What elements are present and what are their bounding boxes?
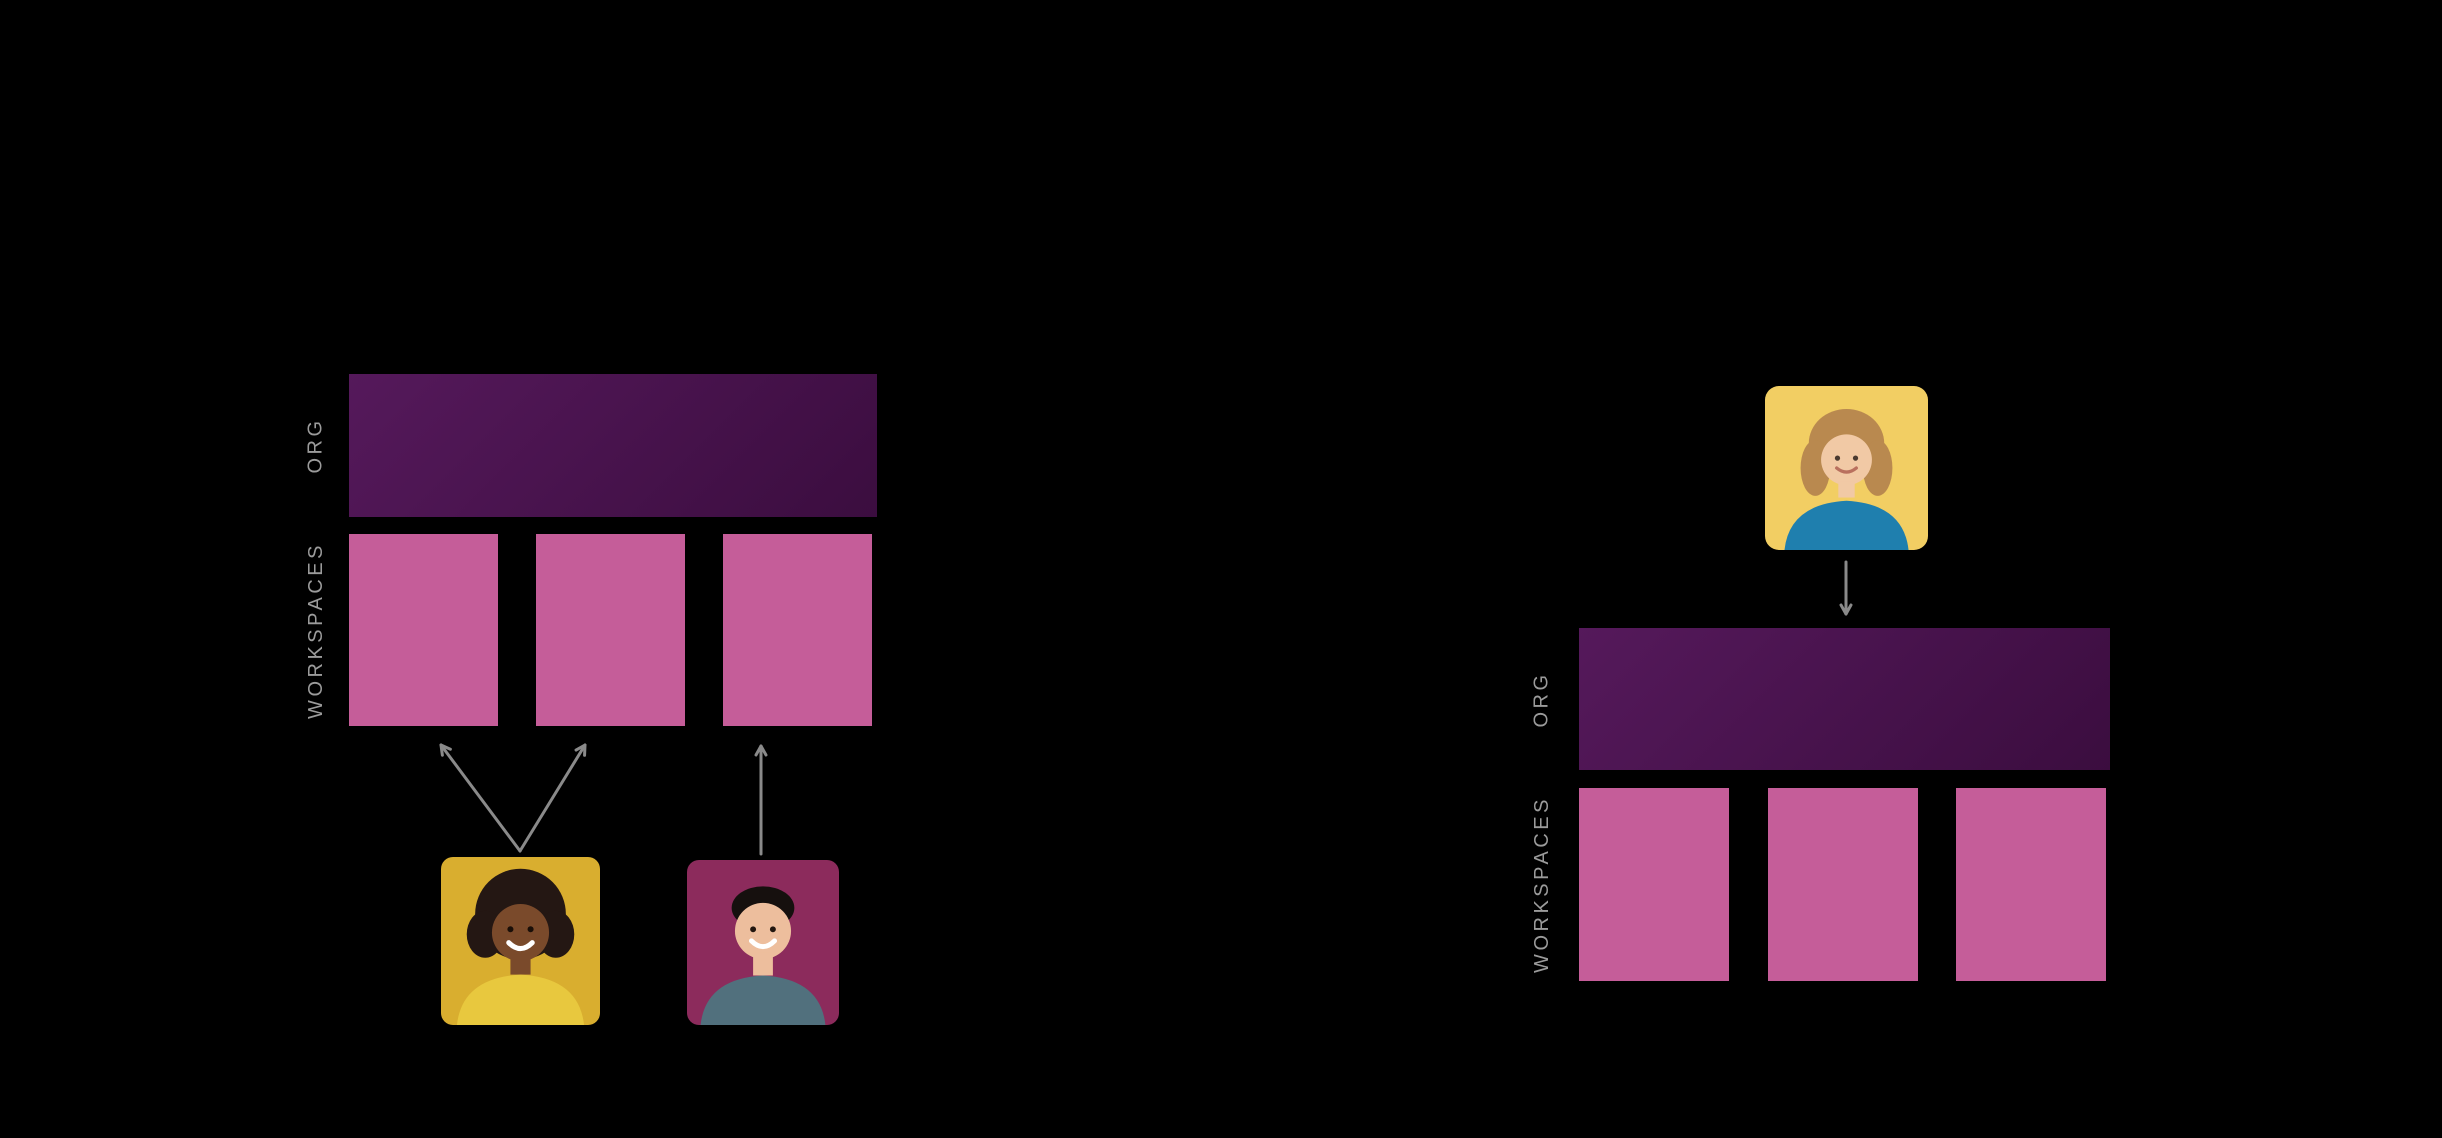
member1-to-workspace2-arrow	[518, 743, 587, 853]
left-workspaces-label-text: WORKSPACES	[304, 541, 327, 719]
right-workspace-tile-1	[1579, 788, 1729, 981]
left-workspace-tile-1	[349, 534, 498, 726]
member-1-portrait-illustration	[441, 857, 600, 1025]
left-workspaces-axis-label: WORKSPACES	[286, 534, 346, 726]
right-org-axis-label: ORG	[1512, 628, 1572, 770]
left-workspace-tile-2	[536, 534, 685, 726]
left-org-bar	[349, 374, 877, 517]
left-workspace-tile-3	[723, 534, 872, 726]
right-workspaces-axis-label: WORKSPACES	[1512, 788, 1572, 981]
member-2-portrait-illustration	[687, 860, 839, 1025]
right-workspaces-label-text: WORKSPACES	[1530, 796, 1553, 973]
member-avatar-2	[687, 860, 839, 1025]
member1-to-workspace1-arrow	[439, 743, 522, 853]
right-org-bar	[1579, 628, 2110, 770]
member-avatar-1	[441, 857, 600, 1025]
right-workspace-tile-3	[1956, 788, 2106, 981]
left-org-axis-label: ORG	[286, 374, 346, 517]
right-org-label-text: ORG	[1530, 670, 1553, 728]
left-org-label-text: ORG	[304, 417, 327, 474]
right-workspace-tile-2	[1768, 788, 1918, 981]
admin-avatar	[1765, 386, 1928, 550]
admin-portrait-illustration	[1765, 386, 1928, 550]
